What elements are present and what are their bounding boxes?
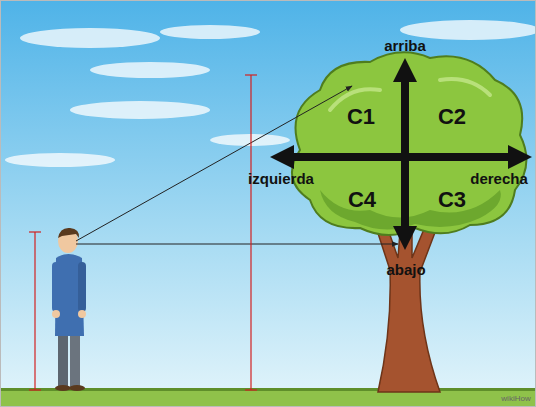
quadrant-label: C1 <box>347 106 375 128</box>
quadrant-label: C4 <box>348 189 376 211</box>
quadrant-label: C3 <box>438 189 466 211</box>
dimension-line <box>29 75 257 390</box>
quadrant-label: C2 <box>438 106 466 128</box>
watermark: wikiHow <box>501 395 530 403</box>
sight-line <box>76 244 398 245</box>
sight-line <box>76 86 352 241</box>
direction-label: derecha <box>470 171 528 186</box>
direction-label: arriba <box>384 38 426 53</box>
direction-label: izquierda <box>248 171 314 186</box>
direction-cross <box>270 58 532 250</box>
tree-canopy <box>292 52 526 235</box>
person <box>52 228 86 391</box>
direction-label: abajo <box>386 262 425 277</box>
ground <box>0 388 536 407</box>
